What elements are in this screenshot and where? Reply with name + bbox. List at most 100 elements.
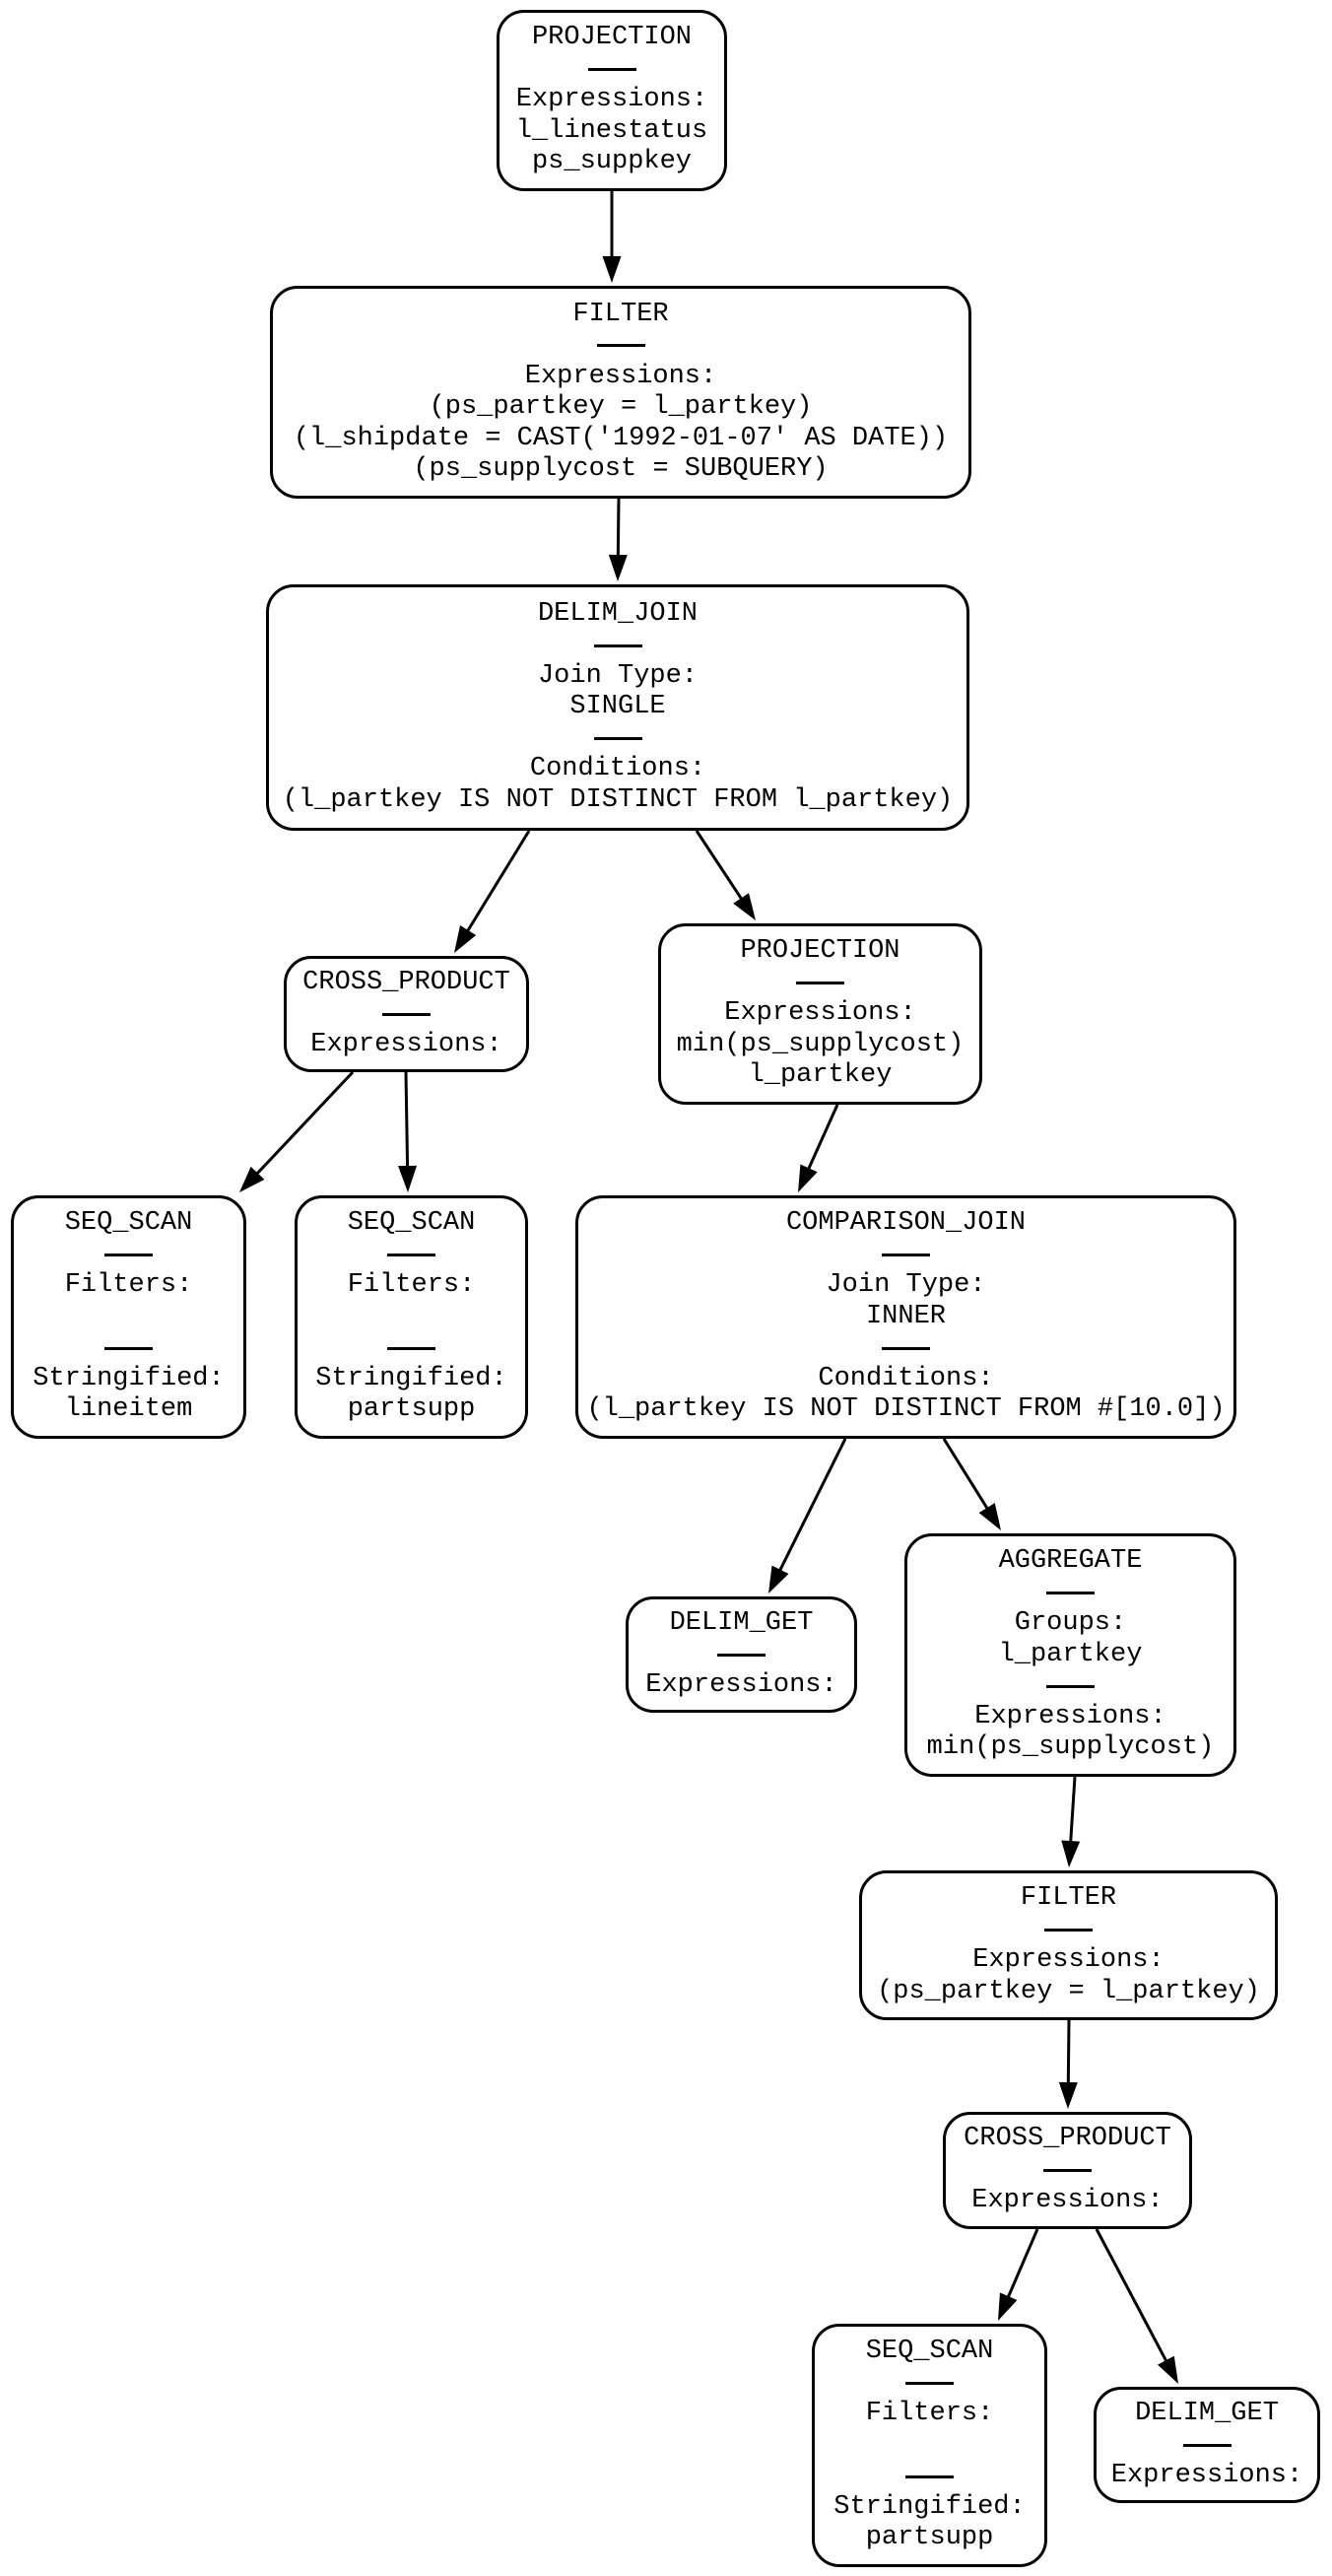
edge-delim-join-to-cross-product-1 (464, 830, 531, 935)
node-line: Expressions: (972, 1945, 1165, 1975)
node-line: (ps_supplycost = SUBQUERY) (413, 454, 829, 484)
node-title: PROJECTION (531, 23, 693, 53)
arrowhead-projection-right-to-comparison-join (798, 1164, 818, 1192)
node-line: partsupp (347, 1394, 476, 1425)
separator-bar (387, 1346, 435, 1350)
separator-bar (596, 344, 645, 348)
arrowhead-comparison-join-to-delim-get-1 (768, 1565, 789, 1593)
separator-line (717, 1639, 766, 1670)
separator-bar (1046, 1684, 1095, 1688)
separator-line (905, 2368, 954, 2400)
node-line: Expressions: (645, 1669, 837, 1700)
node-line: Join Type: (537, 660, 699, 691)
edge-delim-join-to-projection-right (695, 830, 745, 903)
edge-comparison-join-to-delim-get-1 (776, 1438, 847, 1575)
node-line: Filters: (347, 1270, 476, 1301)
node-title: PROJECTION (740, 936, 900, 967)
separator-bar (104, 1254, 153, 1256)
separator-line (905, 2461, 954, 2492)
node-title: FILTER (572, 299, 669, 329)
edge-cross-product-1-to-seq-scan-lineitem (253, 1070, 355, 1178)
node-line: (ps_partkey = l_partkey) (877, 1976, 1260, 2006)
arrowhead-projection-top-to-filter-top (602, 256, 622, 283)
separator-bar (382, 1012, 431, 1016)
node-line: Stringified: (33, 1363, 225, 1393)
node-line: (l_shipdate = CAST('1992-01-07' AS DATE)… (293, 423, 949, 453)
separator-bar (104, 1346, 153, 1350)
separator-line (1182, 2429, 1232, 2461)
node-line: Expressions: (974, 1701, 1166, 1731)
separator-line (104, 1332, 153, 1364)
node-line: INNER (865, 1301, 946, 1331)
separator-bar (796, 982, 844, 984)
node-line: Expressions: (515, 85, 708, 115)
edge-cross-product-2-to-delim-get-2 (1095, 2228, 1169, 2365)
separator-line (1043, 2155, 1092, 2187)
arrowhead-filter-top-to-delim-join (608, 554, 628, 581)
separator-bar (587, 68, 636, 71)
separator-bar (1043, 2169, 1092, 2172)
separator-bar (905, 2382, 954, 2385)
edge-aggregate-to-filter-2 (1069, 1776, 1077, 1846)
node-line: l_partkey (998, 1639, 1143, 1669)
node-line: Expressions: (724, 998, 916, 1029)
node-line: Join Type: (826, 1270, 986, 1301)
plan-node-cross-product-2: CROSS_PRODUCT Expressions: (943, 2112, 1192, 2229)
node-line: partsupp (865, 2523, 994, 2553)
plan-node-filter-top: FILTER Expressions:(ps_partkey = l_partke… (270, 286, 971, 499)
node-line: ps_suppkey (531, 147, 693, 177)
node-line: Filters: (64, 1270, 193, 1301)
separator-line (882, 1240, 930, 1271)
node-line: Expressions: (1110, 2460, 1303, 2490)
separator-line (1044, 1915, 1093, 1946)
edge-projection-right-to-comparison-join (806, 1104, 839, 1173)
arrowhead-cross-product-1-to-seq-scan-partsupp-1 (398, 1165, 418, 1192)
arrowhead-cross-product-1-to-seq-scan-lineitem (239, 1166, 265, 1192)
node-line: min(ps_supplycost) (926, 1732, 1215, 1763)
separator-bar (1046, 1592, 1095, 1594)
edge-filter-top-to-delim-join (616, 498, 621, 560)
separator-line (596, 330, 645, 362)
edge-comparison-join-to-aggregate (942, 1438, 991, 1513)
node-line: SINGLE (569, 692, 666, 722)
separator-line (587, 54, 636, 86)
node-line: Expressions: (524, 361, 717, 391)
node-line: (ps_partkey = l_partkey) (429, 392, 813, 422)
node-line: Expressions: (971, 2186, 1164, 2216)
separator-bar (882, 1346, 930, 1350)
node-line: Stringified: (315, 1363, 507, 1393)
node-title: COMPARISON_JOIN (785, 1208, 1027, 1239)
node-title: FILTER (1020, 1883, 1117, 1913)
node-line: Stringified: (833, 2491, 1026, 2522)
arrowhead-aggregate-to-filter-2 (1061, 1840, 1081, 1867)
edge-cross-product-2-to-seq-scan-partsupp-2 (1005, 2228, 1039, 2301)
node-title: CROSS_PRODUCT (302, 967, 510, 997)
node-title: CROSS_PRODUCT (964, 2124, 1171, 2154)
separator-bar (1044, 1928, 1093, 1932)
separator-line (796, 968, 844, 999)
separator-line (1046, 1670, 1095, 1702)
separator-bar (905, 2474, 954, 2478)
edge-filter-2-to-cross-product-2 (1066, 2019, 1071, 2087)
separator-line (382, 998, 431, 1030)
separator-bar (387, 1254, 435, 1256)
separator-bar (593, 737, 642, 740)
arrowhead-comparison-join-to-aggregate (978, 1503, 1001, 1530)
separator-line (104, 1240, 153, 1271)
arrowhead-cross-product-2-to-seq-scan-partsupp-2 (998, 2292, 1018, 2321)
arrowhead-delim-join-to-projection-right (733, 893, 756, 920)
node-line: (l_partkey IS NOT DISTINCT FROM #[10.0]) (586, 1394, 1226, 1425)
separator-bar (717, 1653, 766, 1657)
node-line: l_linestatus (515, 115, 708, 146)
node-line: (l_partkey IS NOT DISTINCT FROM l_partke… (282, 784, 954, 815)
